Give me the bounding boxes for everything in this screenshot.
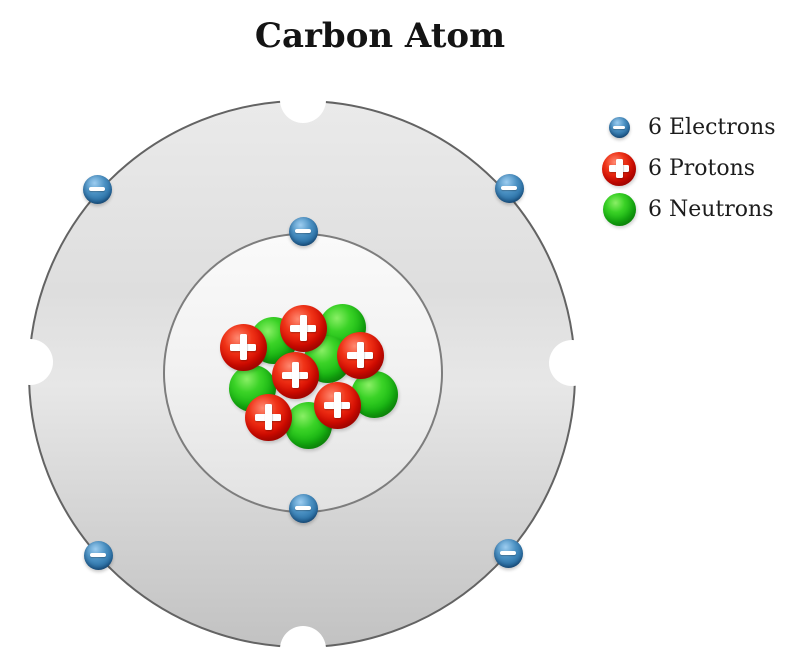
proton-sphere [244, 393, 292, 441]
proton-sphere [313, 381, 361, 429]
plus-sign [289, 314, 317, 342]
legend-item-electrons: 6 Electrons [600, 107, 776, 148]
electron-sphere [494, 173, 524, 203]
minus-sign [294, 505, 312, 511]
legend: 6 Electrons 6 Protons 6 Neutrons [600, 107, 776, 230]
plus-sign [254, 403, 282, 431]
electron-sphere [82, 174, 112, 204]
legend-symbol-cell [600, 151, 638, 186]
shell-gap [280, 626, 326, 663]
minus-sign [89, 552, 107, 558]
electron-sphere [288, 493, 318, 523]
proton-sphere [219, 323, 267, 371]
shell-gap [549, 340, 595, 386]
shell-gap [280, 77, 326, 123]
legend-item-protons: 6 Protons [600, 148, 776, 189]
plus-sign [346, 341, 374, 369]
electron-sphere [493, 538, 523, 568]
electron-sphere [288, 216, 318, 246]
shell-gap [7, 339, 53, 385]
proton-sphere [271, 351, 319, 399]
minus-sign [88, 186, 106, 192]
proton-sphere [336, 331, 384, 379]
proton-icon [602, 151, 636, 186]
minus-sign [294, 228, 312, 234]
electron-icon [608, 117, 630, 138]
legend-label-electrons: 6 Electrons [648, 115, 776, 140]
plus-sign [281, 361, 309, 389]
electron-sphere [83, 540, 113, 570]
neutron-icon [602, 193, 636, 226]
plus-sign [323, 391, 351, 419]
minus-sign [613, 125, 625, 130]
minus-sign [500, 185, 518, 191]
legend-symbol-cell [600, 193, 638, 226]
legend-item-neutrons: 6 Neutrons [600, 189, 776, 230]
legend-symbol-cell [600, 117, 638, 138]
diagram-title: Carbon Atom [254, 16, 506, 56]
legend-label-protons: 6 Protons [648, 156, 756, 181]
legend-label-neutrons: 6 Neutrons [648, 197, 774, 222]
plus-sign [609, 158, 629, 179]
minus-sign [499, 550, 517, 556]
plus-sign [229, 333, 257, 361]
proton-sphere [279, 304, 327, 352]
